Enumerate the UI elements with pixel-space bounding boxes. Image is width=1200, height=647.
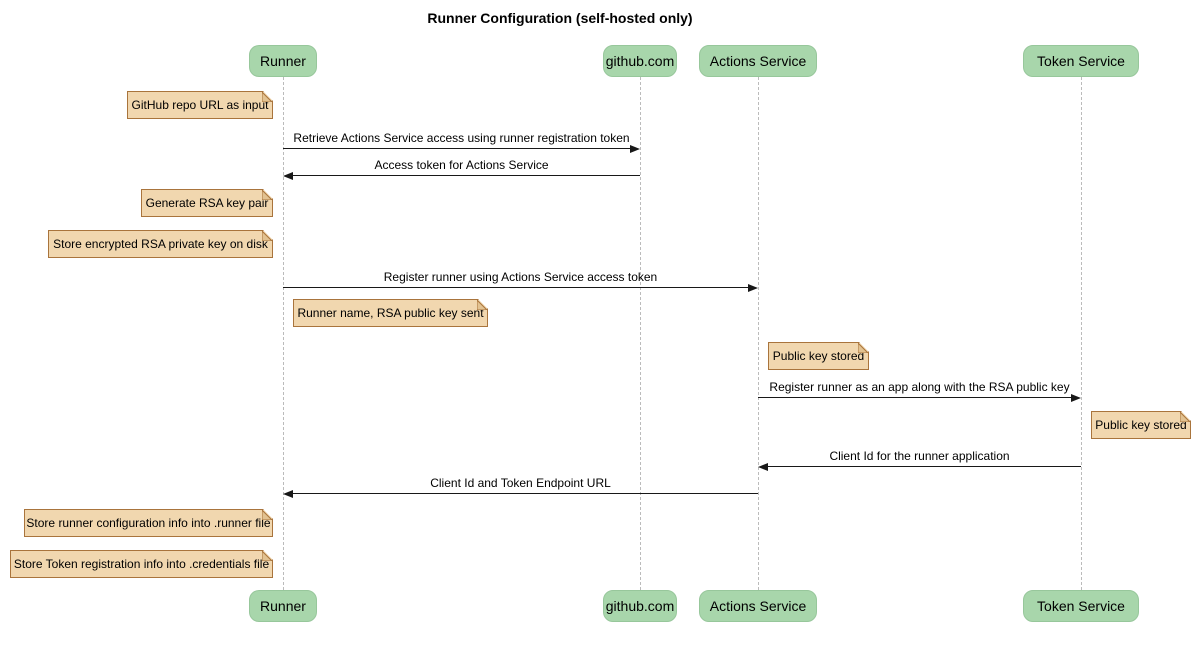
note-text: Public key stored — [772, 349, 865, 363]
message-line — [767, 466, 1081, 467]
note-store-runner-file: Store runner configuration info into .ru… — [24, 509, 273, 537]
lifeline-actions-service — [758, 77, 759, 590]
note-github-repo-url: GitHub repo URL as input — [127, 91, 273, 119]
note-runner-name-key-sent: Runner name, RSA public key sent — [293, 299, 488, 327]
message-label-register-runner: Register runner using Actions Service ac… — [383, 270, 658, 284]
arrowhead-right-icon — [1071, 393, 1081, 402]
message-line — [283, 148, 631, 149]
note-generate-rsa: Generate RSA key pair — [141, 189, 273, 217]
note-text: Store Token registration info into .cred… — [13, 557, 270, 571]
note-public-key-stored-actions: Public key stored — [768, 342, 869, 370]
arrowhead-right-icon — [748, 283, 758, 292]
lifeline-token-service — [1081, 77, 1082, 590]
note-store-credentials-file: Store Token registration info into .cred… — [10, 550, 273, 578]
message-line — [283, 287, 748, 288]
note-text: Runner name, RSA public key sent — [297, 306, 484, 320]
arrowhead-left-icon — [758, 462, 768, 471]
note-text: GitHub repo URL as input — [131, 98, 269, 112]
participant-actions-service-bottom: Actions Service — [699, 590, 817, 622]
arrowhead-left-icon — [283, 489, 293, 498]
note-text: Public key stored — [1095, 418, 1187, 432]
message-line — [292, 175, 640, 176]
participant-token-service-bottom: Token Service — [1023, 590, 1139, 622]
message-label-retrieve-access: Retrieve Actions Service access using ru… — [293, 131, 630, 145]
note-public-key-stored-token: Public key stored — [1091, 411, 1191, 439]
message-label-access-token: Access token for Actions Service — [374, 158, 549, 172]
participant-github-com-top: github.com — [603, 45, 677, 77]
lifeline-github-com — [640, 77, 641, 590]
participant-runner-top: Runner — [249, 45, 317, 77]
lifeline-runner — [283, 77, 284, 590]
note-store-private-key: Store encrypted RSA private key on disk — [48, 230, 273, 258]
message-label-client-id-endpoint: Client Id and Token Endpoint URL — [430, 476, 611, 490]
message-label-register-app: Register runner as an app along with the… — [769, 380, 1070, 394]
participant-actions-service-top: Actions Service — [699, 45, 817, 77]
participant-token-service-top: Token Service — [1023, 45, 1139, 77]
message-line — [292, 493, 758, 494]
diagram-title: Runner Configuration (self-hosted only) — [427, 10, 693, 26]
participant-runner-bottom: Runner — [249, 590, 317, 622]
message-label-client-id: Client Id for the runner application — [829, 449, 1010, 463]
note-text: Store encrypted RSA private key on disk — [53, 237, 268, 251]
note-text: Generate RSA key pair — [145, 196, 269, 210]
participant-github-com-bottom: github.com — [603, 590, 677, 622]
arrowhead-right-icon — [630, 144, 640, 153]
arrowhead-left-icon — [283, 171, 293, 180]
message-line — [758, 397, 1071, 398]
note-text: Store runner configuration info into .ru… — [26, 516, 271, 530]
